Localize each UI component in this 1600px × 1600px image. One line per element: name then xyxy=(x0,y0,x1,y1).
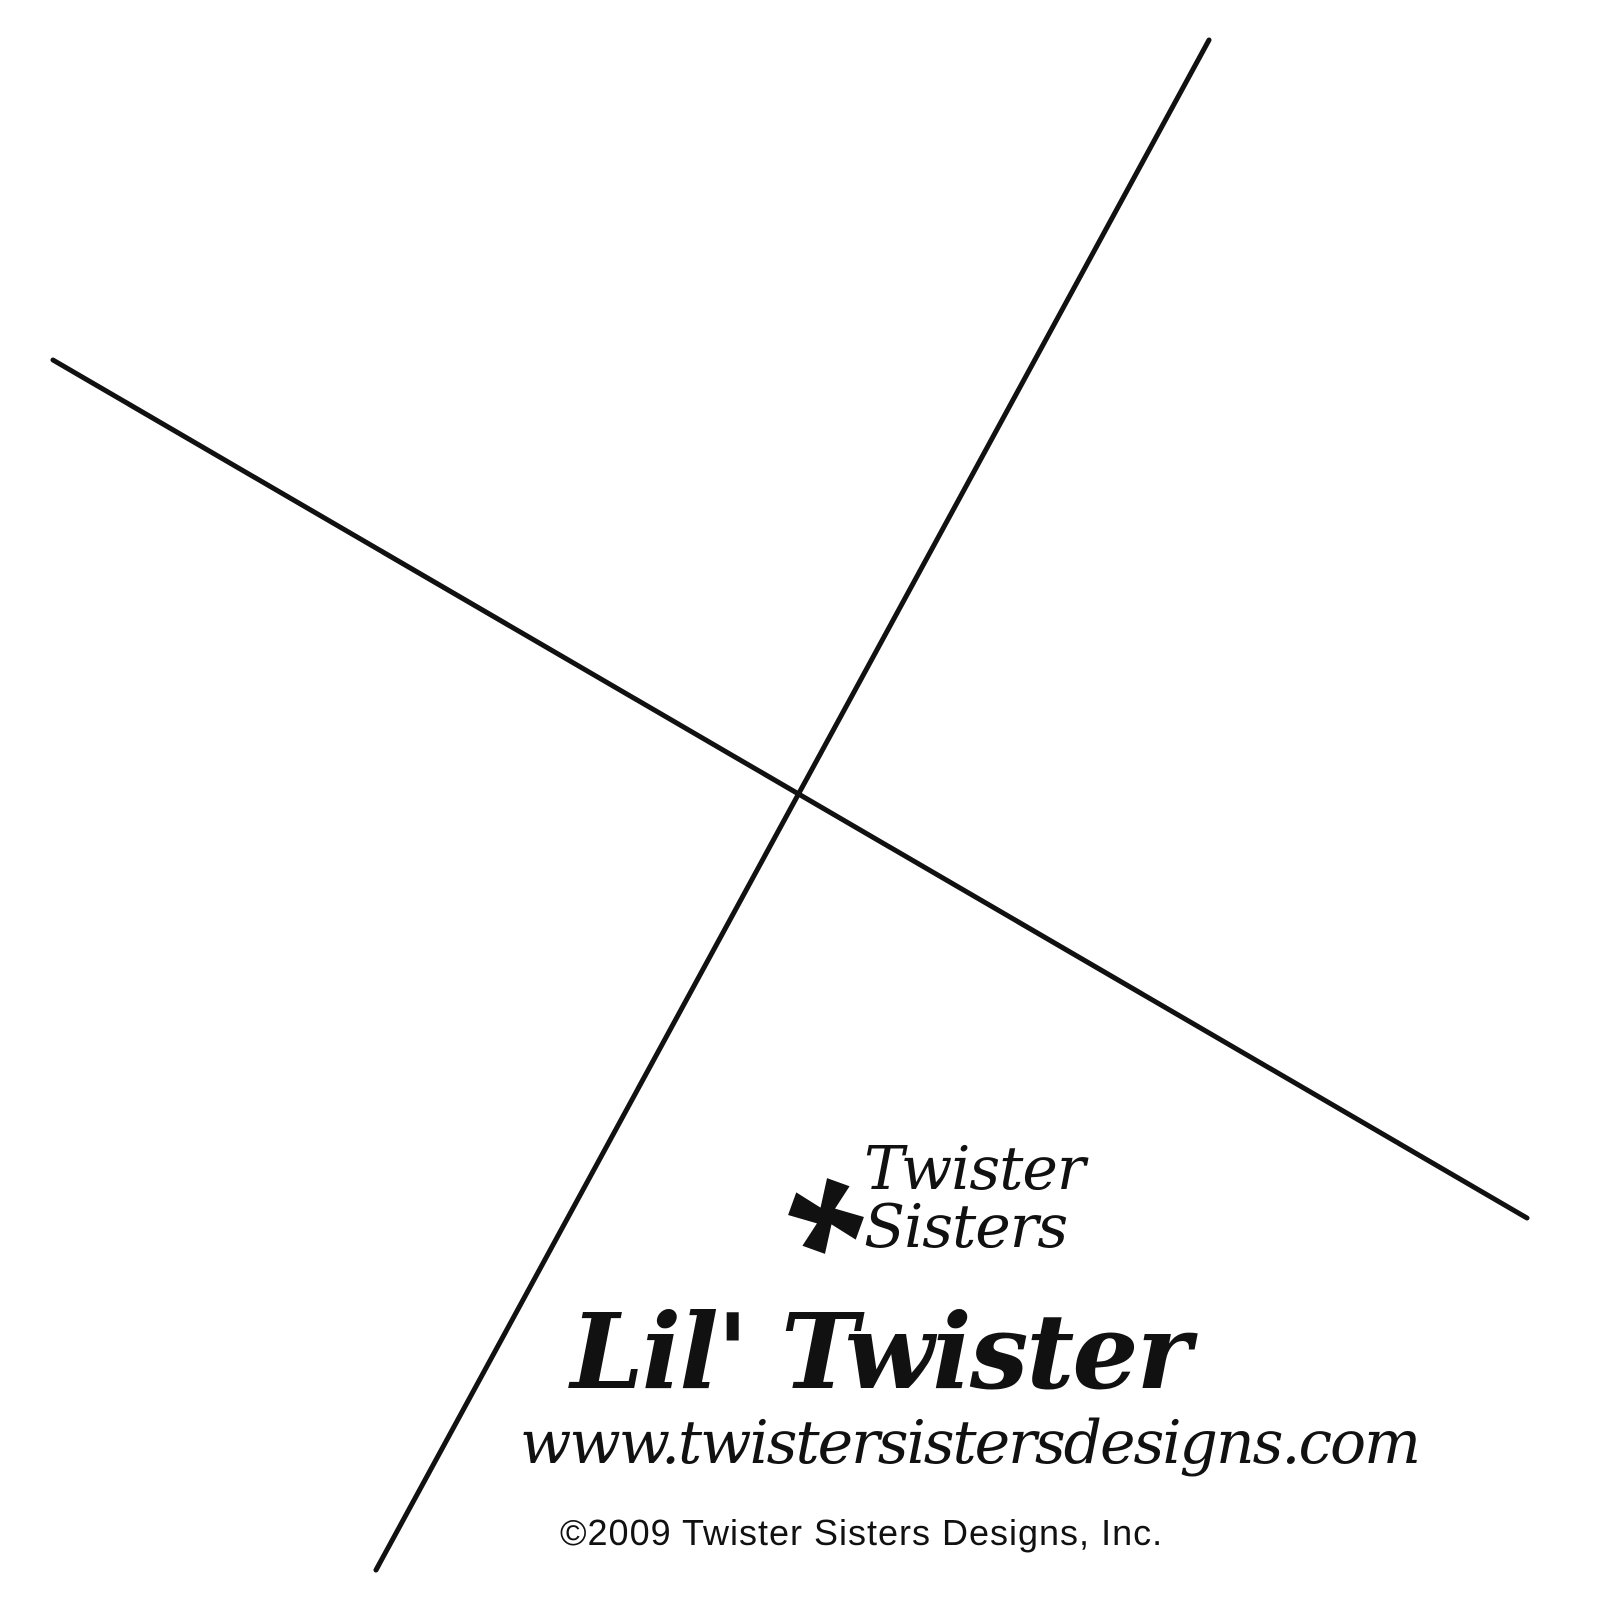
twister-sisters-logo: Twister Sisters xyxy=(786,1134,1106,1280)
website-url: www.twistersistersdesigns.com xyxy=(520,1408,1421,1478)
logo-line-1: Twister xyxy=(864,1134,1086,1204)
logo-line-2: Sisters xyxy=(864,1192,1068,1262)
diagonal-line-b xyxy=(373,37,1212,1573)
diagonal-line-a xyxy=(50,357,1530,1221)
logo-text: Twister Sisters xyxy=(864,1134,1086,1262)
copyright-notice: ©2009 Twister Sisters Designs, Inc. xyxy=(560,1512,1164,1553)
product-title: Lil' Twister xyxy=(570,1290,1192,1413)
pinwheel-cross-icon xyxy=(788,1178,864,1254)
